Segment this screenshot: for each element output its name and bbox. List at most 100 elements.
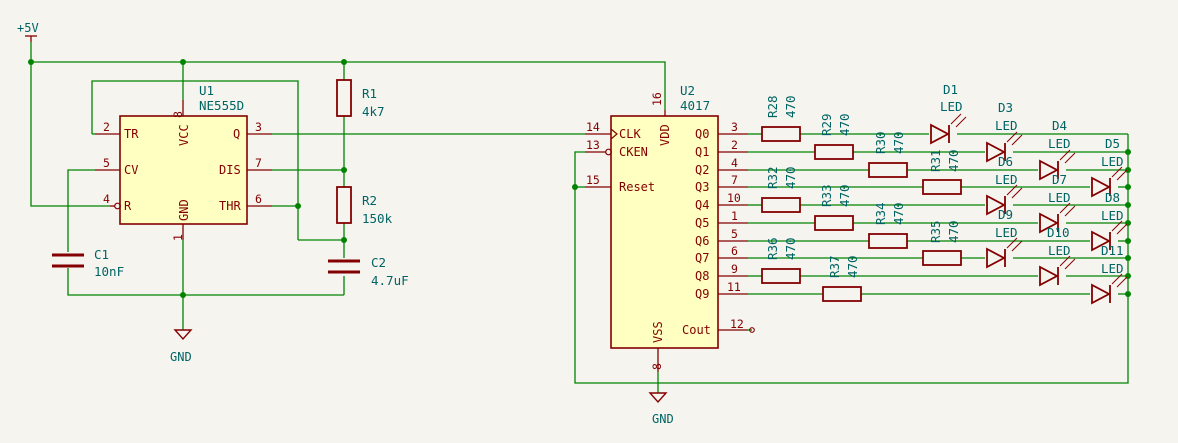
- r28-resistor[interactable]: R28 470: [761, 95, 801, 142]
- u2-pin-q6: Q6: [695, 234, 709, 248]
- c2-ref: C2: [371, 255, 386, 270]
- u2-pin-cout: Cout: [682, 323, 711, 337]
- u2-q6-num: 5: [731, 227, 738, 241]
- d1-ref: D1: [943, 82, 958, 97]
- r2-value: 150k: [362, 211, 393, 226]
- d1-value: LED: [940, 99, 963, 114]
- d3-ref: D3: [998, 100, 1013, 115]
- u2-q1-num: 2: [731, 138, 738, 152]
- u1-pin-r: R: [124, 199, 132, 213]
- u1-pin-thr: THR: [219, 199, 241, 213]
- d10-led[interactable]: D10 LED: [1039, 225, 1076, 287]
- d5-value: LED: [1101, 154, 1124, 169]
- d10-ref: D10: [1047, 225, 1070, 240]
- r1-resistor[interactable]: R1 4k7: [336, 79, 385, 119]
- u2-pin15-num: 15: [586, 173, 600, 187]
- r30-ref: R30: [873, 131, 888, 154]
- u2-pin16-num: 16: [650, 92, 664, 106]
- r28-value: 470: [783, 95, 798, 118]
- u2-q7-num: 6: [731, 244, 738, 258]
- d11-led[interactable]: D11 LED: [1091, 243, 1128, 305]
- u1-pin-cv: CV: [124, 163, 138, 177]
- u2-pin-q1: Q1: [695, 145, 709, 159]
- r32-resistor[interactable]: R32 470: [761, 166, 801, 213]
- junctions: [28, 59, 1131, 298]
- r29-value: 470: [837, 113, 852, 136]
- u1-pin6-num: 6: [255, 192, 262, 206]
- r30-value: 470: [891, 131, 906, 154]
- d8-value: LED: [1101, 208, 1124, 223]
- d4-ref: D4: [1052, 118, 1067, 133]
- r34-value: 470: [891, 202, 906, 225]
- u2-q5-num: 1: [731, 209, 738, 223]
- u2-pin-q5: Q5: [695, 216, 709, 230]
- r37-ref: R37: [827, 255, 842, 278]
- u1-pin-dis: DIS: [219, 163, 241, 177]
- u1-pin-vcc: VCC: [177, 124, 191, 146]
- u2-q0-num: 3: [731, 120, 738, 134]
- d7-led[interactable]: D7 LED: [1039, 172, 1076, 234]
- u2-pin-q3: Q3: [695, 180, 709, 194]
- d8-led[interactable]: D8 LED: [1091, 190, 1128, 252]
- u2-pin-clk: CLK: [619, 127, 641, 141]
- c1-capacitor[interactable]: C1 10nF: [52, 247, 124, 279]
- gnd-symbol-u2: GND: [648, 392, 674, 426]
- u1-ne555-chip[interactable]: 2 5 4 8 1 3 7 6 TR CV R VCC GND Q DIS TH…: [95, 83, 272, 241]
- d5-ref: D5: [1105, 136, 1120, 151]
- c2-capacitor[interactable]: C2 4.7uF: [328, 255, 409, 288]
- u2-q8-num: 9: [731, 262, 738, 276]
- d7-ref: D7: [1052, 172, 1067, 187]
- r35-ref: R35: [928, 220, 943, 243]
- d11-value: LED: [1101, 261, 1124, 276]
- d3-led[interactable]: D3 LED: [986, 100, 1023, 163]
- u2-pin-q7: Q7: [695, 251, 709, 265]
- c1-value: 10nF: [94, 264, 124, 279]
- u1-pin-tr: TR: [124, 127, 139, 141]
- r34-resistor[interactable]: R34 470: [868, 202, 908, 249]
- u2-4017-chip[interactable]: 14 13 15 16 8 12 3 2 4 7 10 1 5 6 9 11 C…: [585, 83, 755, 372]
- u2-q4-num: 10: [727, 191, 741, 205]
- u1-pin8-num: 8: [171, 111, 185, 118]
- r35-value: 470: [946, 220, 961, 243]
- u2-pin12-num: 12: [730, 317, 744, 331]
- u1-pin3-num: 3: [255, 120, 262, 134]
- r33-resistor[interactable]: R33 470: [814, 184, 854, 231]
- wires: [30, 42, 1129, 393]
- r1-value: 4k7: [362, 104, 385, 119]
- r1-ref: R1: [362, 86, 377, 101]
- r35-resistor[interactable]: R35 470: [922, 220, 962, 266]
- r36-ref: R36: [765, 237, 780, 260]
- r31-resistor[interactable]: R31 470: [922, 149, 962, 195]
- d8-ref: D8: [1105, 190, 1120, 205]
- u2-ref: U2: [680, 83, 695, 98]
- r29-ref: R29: [819, 113, 834, 136]
- u2-pin-q4: Q4: [695, 198, 709, 212]
- r37-resistor[interactable]: R37 470: [822, 255, 862, 302]
- u2-value: 4017: [680, 98, 710, 113]
- r36-resistor[interactable]: R36 470: [761, 237, 801, 284]
- r30-resistor[interactable]: R30 470: [868, 131, 908, 178]
- r32-ref: R32: [765, 166, 780, 189]
- d1-led[interactable]: D1 LED: [930, 82, 967, 145]
- d5-led[interactable]: D5 LED: [1091, 136, 1128, 198]
- u1-pin1-num: 1: [171, 234, 185, 241]
- d4-led[interactable]: D4 LED: [1039, 118, 1076, 181]
- d3-value: LED: [995, 118, 1018, 133]
- u2-pin-cken: CKEN: [619, 145, 648, 159]
- u2-pin8-num: 8: [650, 363, 664, 370]
- d6-led[interactable]: D6 LED: [986, 154, 1023, 216]
- c2-value: 4.7uF: [371, 273, 409, 288]
- r29-resistor[interactable]: R29 470: [814, 113, 854, 160]
- u2-pin-vss: VSS: [651, 321, 665, 343]
- r2-resistor[interactable]: R2 150k: [336, 186, 393, 226]
- u1-pin-gnd: GND: [177, 199, 191, 221]
- u2-q2-num: 4: [731, 156, 738, 170]
- r33-value: 470: [837, 184, 852, 207]
- d9-ref: D9: [998, 207, 1013, 222]
- d6-ref: D6: [998, 154, 1013, 169]
- u1-pin2-num: 2: [103, 120, 110, 134]
- d9-led[interactable]: D9 LED: [986, 207, 1023, 269]
- d6-value: LED: [995, 172, 1018, 187]
- d4-value: LED: [1048, 136, 1071, 151]
